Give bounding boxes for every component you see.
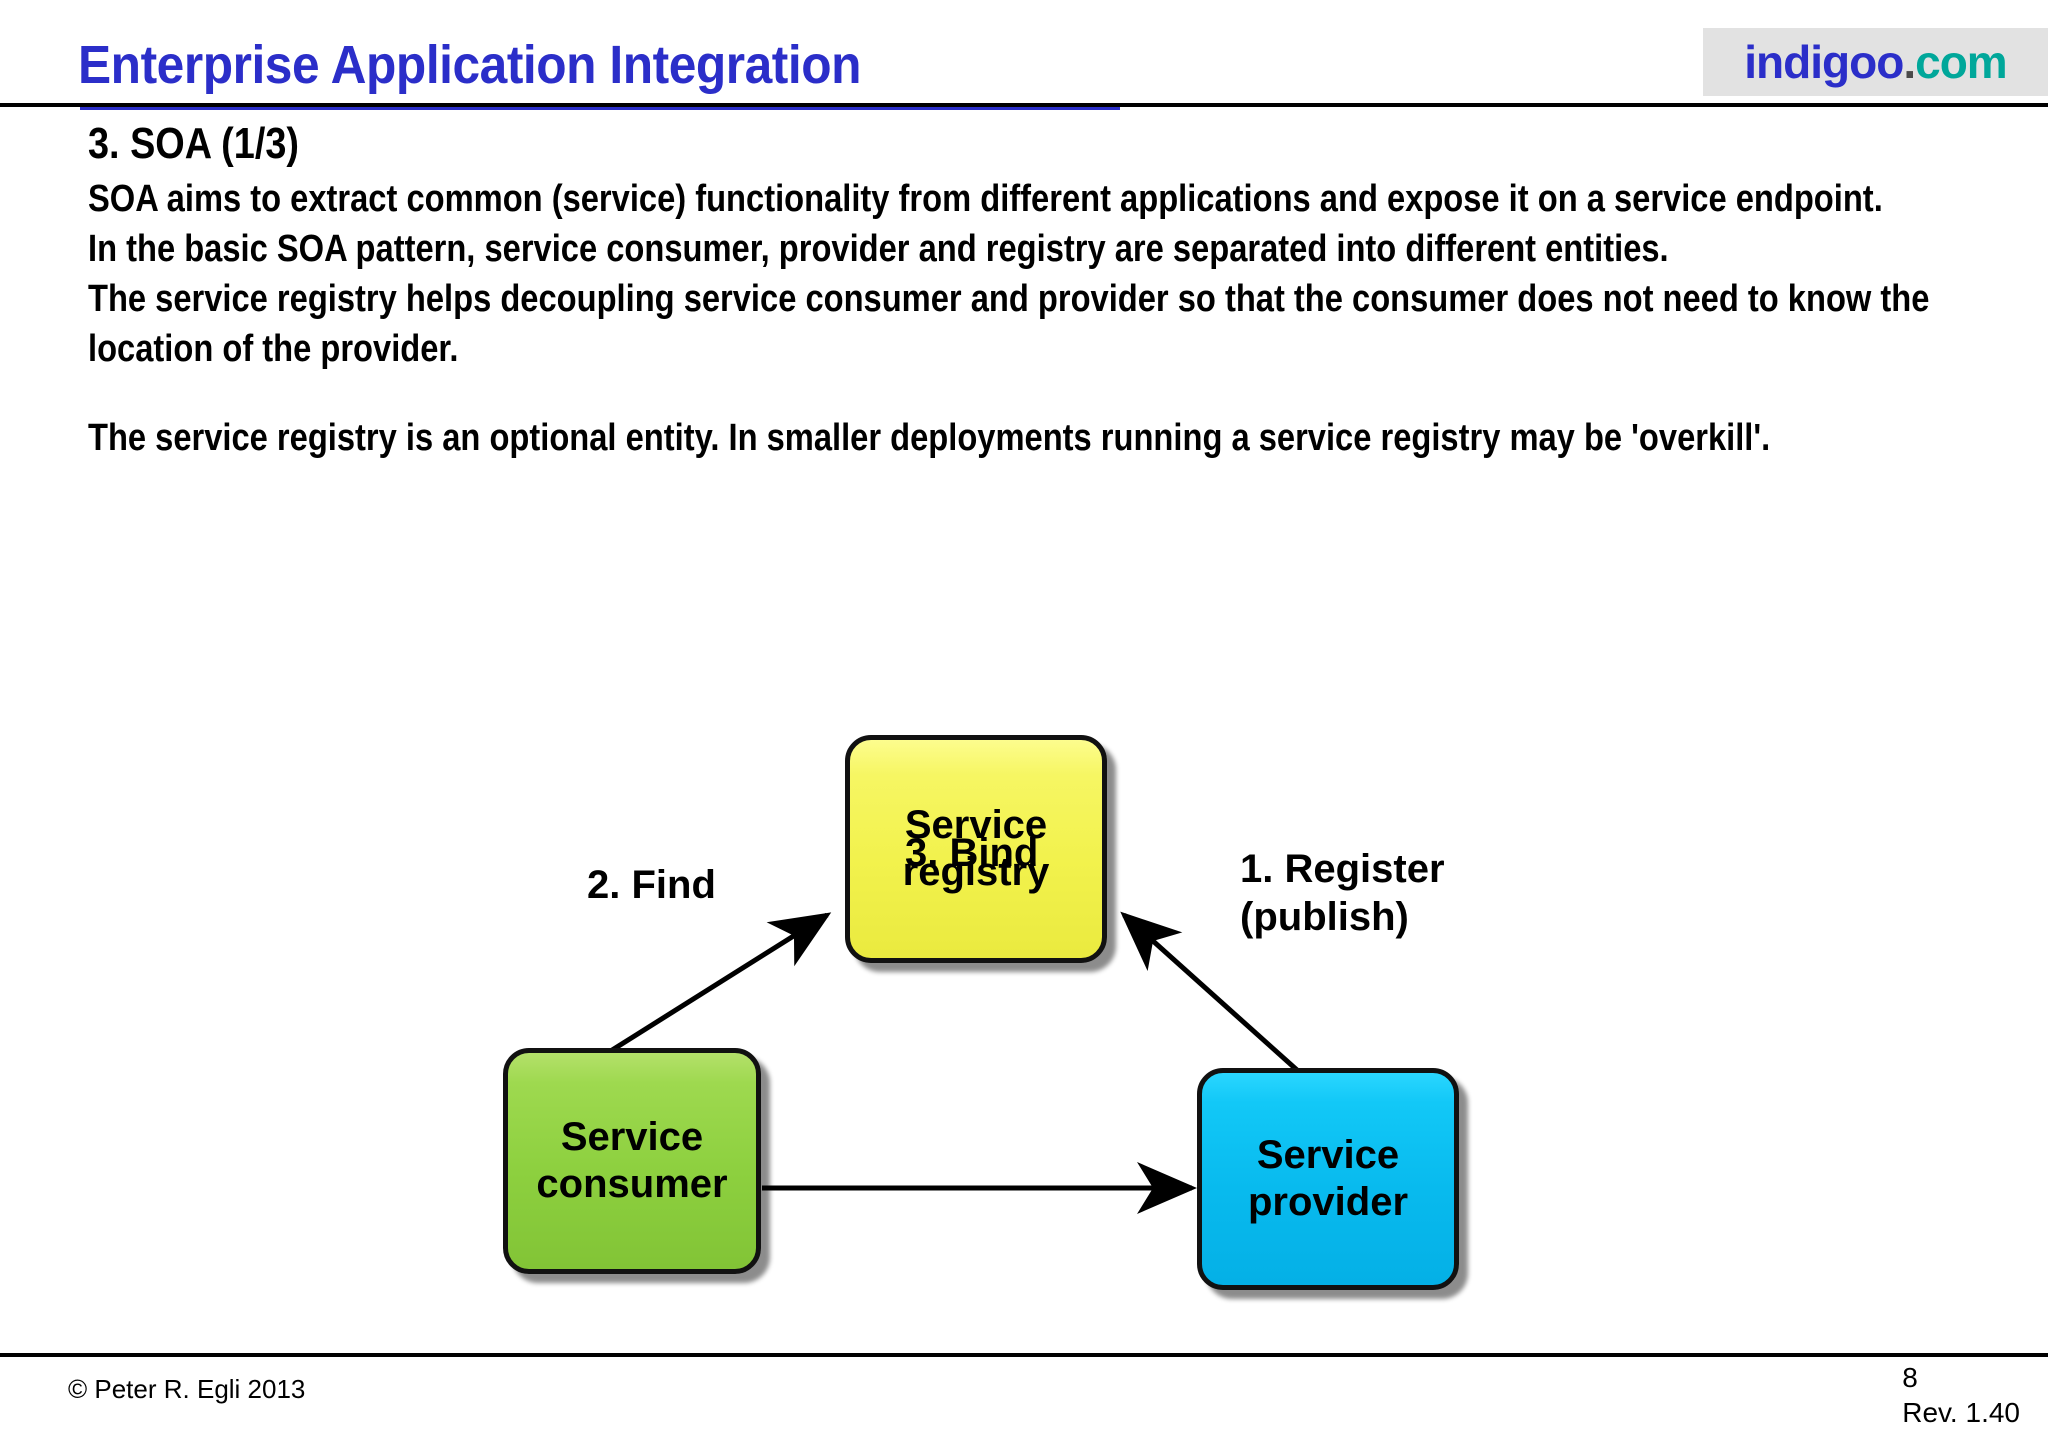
paragraph-2: In the basic SOA pattern, service consum… [88,228,1669,271]
edge-label-find: 2. Find [587,863,716,907]
diagram-arrows [607,911,1299,1215]
paragraph-spacer [88,375,2018,413]
soa-diagram: Service registry Service consumer Servic… [0,700,2048,1320]
slide-content: 3. SOA (1/3) SOA aims to extract common … [88,118,2018,463]
logo-text: indigoo.com [1744,35,2008,89]
revision-label: Rev. 1.40 [1902,1397,2020,1428]
node-service-consumer[interactable]: Service consumer [503,1048,761,1274]
page-title: Enterprise Application Integration [78,35,862,95]
footer-divider [0,1353,2048,1357]
logo-name: indigoo [1744,36,1904,88]
paragraph-1: SOA aims to extract common (service) fun… [88,177,1883,220]
title-underline [80,104,1120,110]
header-divider [0,103,2048,107]
node-service-consumer-label: Service consumer [536,1114,728,1206]
node-service-provider-label: Service provider [1247,1132,1409,1224]
edge-label-register: 1. Register (publish) [1240,847,1445,939]
logo-tld: com [1915,36,2008,88]
indigoo-logo: indigoo.com [1703,28,2048,96]
node-service-registry[interactable]: Service registry [845,735,1107,963]
logo-separator: . [1903,36,1916,88]
edge-label-bind: 3. Bind [905,831,1039,875]
copyright-text: © Peter R. Egli 2013 [68,1374,306,1404]
arrow-find [607,912,832,1055]
footer-meta: 8 Rev. 1.40 [1902,1360,2020,1430]
slide-header: Enterprise Application Integration indig… [0,0,2048,110]
section-heading: 3. SOA (1/3) [88,119,299,168]
node-service-registry-label: Service registry [902,802,1050,894]
arrow-register [1120,911,1299,1072]
paragraph-4: The service registry is an optional enti… [88,416,1771,459]
paragraph-3: The service registry helps decoupling se… [88,278,1930,371]
node-service-provider[interactable]: Service provider [1197,1068,1459,1290]
page-number: 8 [1902,1362,1918,1393]
